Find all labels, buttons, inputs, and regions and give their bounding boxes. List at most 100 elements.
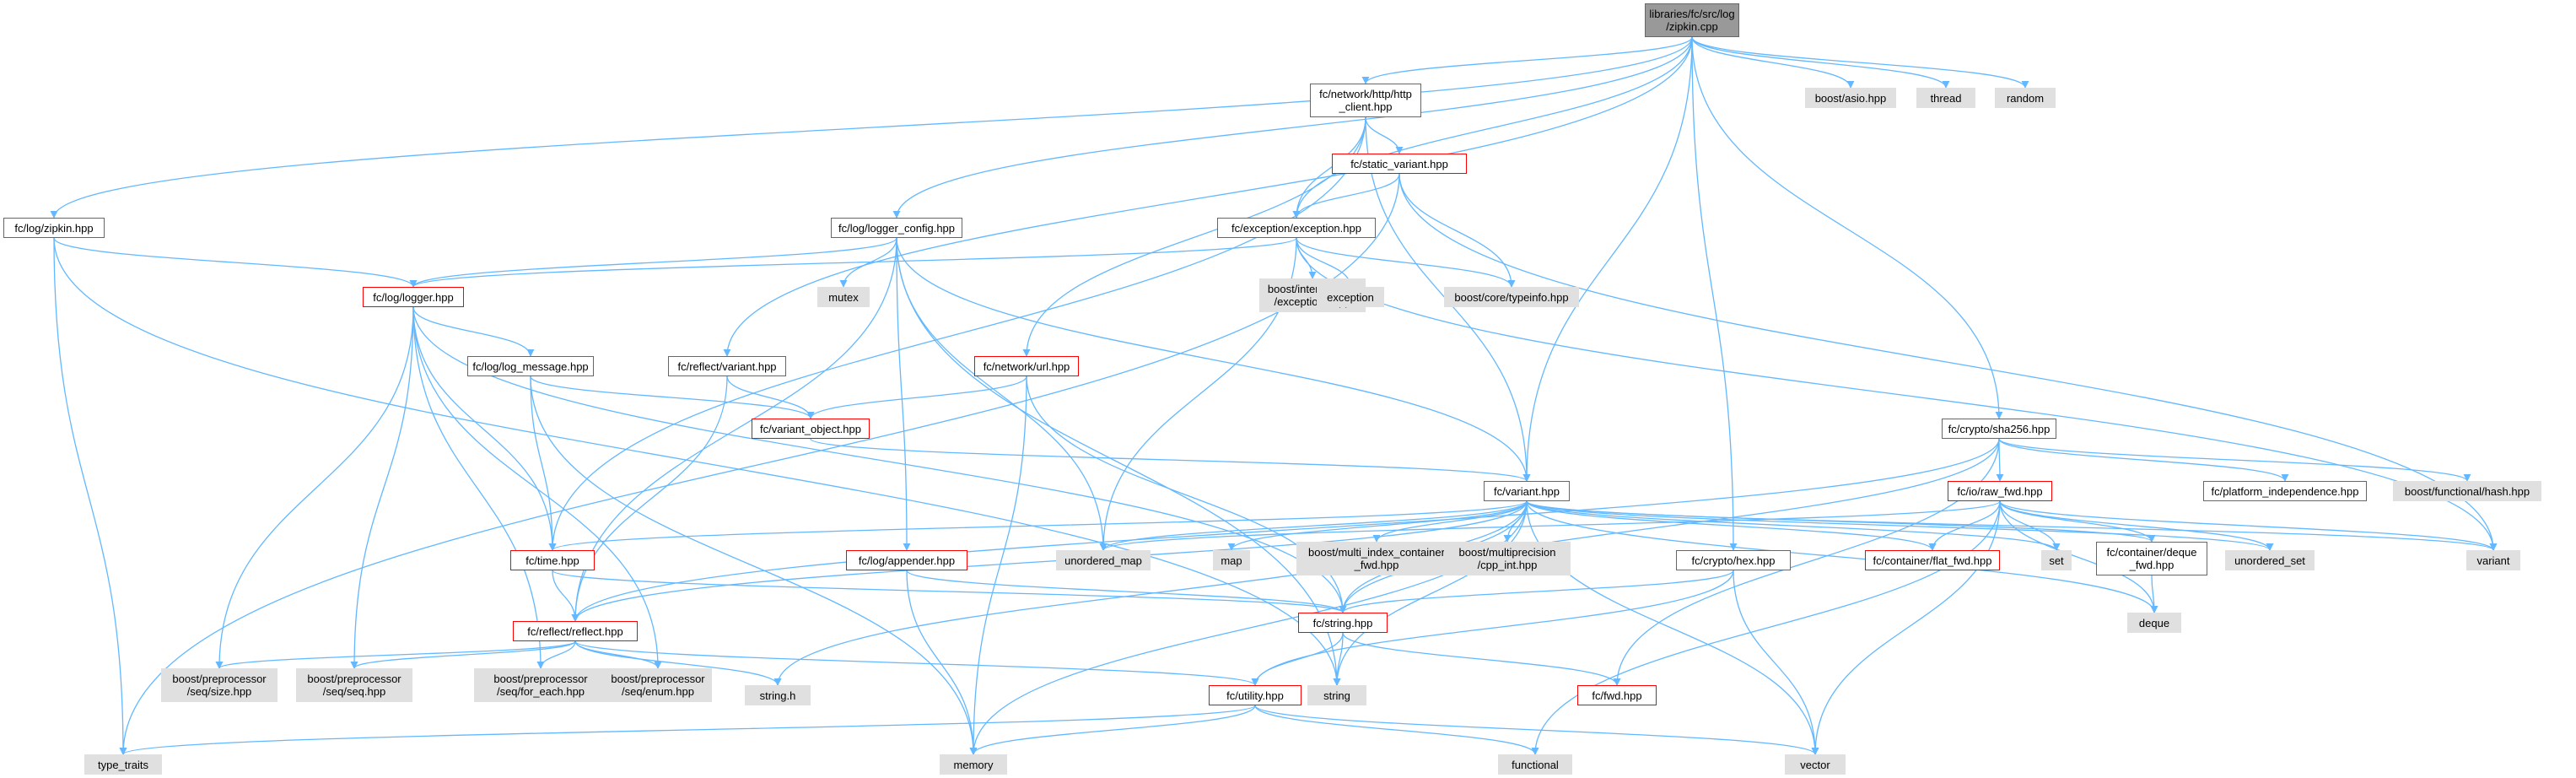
edge-logger_config-to-reflect_hpp [571, 237, 897, 622]
node-pp-seq-size-hpp[interactable]: boost/preprocessor /seq/size.hpp [161, 668, 278, 702]
edge-http_client-to-static_variant [1365, 116, 1404, 154]
edge-root-to-http_client [1361, 36, 1693, 84]
edge-time_hpp-to-string_hpp [552, 570, 1347, 613]
node-exception[interactable]: exception [1317, 287, 1384, 307]
edge-reflect_hpp-to-pp_for_each [536, 640, 576, 669]
node-memory[interactable]: memory [940, 754, 1007, 775]
edge-crypto_hex-to-utility_hpp [1251, 570, 1734, 686]
node-vector[interactable]: vector [1785, 754, 1846, 775]
edge-variant_hpp-to-unordered_set [1526, 500, 2274, 551]
node-variant-object-hpp[interactable]: fc/variant_object.hpp [752, 419, 870, 439]
node-platform-independence-hpp[interactable]: fc/platform_independence.hpp [2203, 481, 2367, 501]
edge-variant_hpp-to-map [1227, 500, 1528, 551]
node-set[interactable]: set [2041, 550, 2072, 570]
edge-logger_config-to-appender [896, 237, 911, 551]
edge-logger_hpp-to-pp_size [215, 306, 414, 669]
node-exception-hpp[interactable]: fc/exception/exception.hpp [1217, 218, 1376, 238]
node-crypto-hex-hpp[interactable]: fc/crypto/hex.hpp [1676, 550, 1791, 570]
node-utility-hpp[interactable]: fc/utility.hpp [1209, 685, 1301, 705]
edge-root-to-crypto_hex [1691, 36, 1738, 551]
edge-raw_fwd-to-unordered_map [1099, 500, 2001, 551]
edge-utility_hpp-to-type_traits [119, 705, 1256, 755]
edge-exception_hpp-to-boost_typeinfo [1296, 237, 1516, 288]
node-raw-fwd-hpp[interactable]: fc/io/raw_fwd.hpp [1948, 481, 2052, 501]
node-logger-config-hpp[interactable]: fc/log/logger_config.hpp [831, 218, 962, 238]
edge-raw_fwd-to-deque [1999, 500, 2158, 613]
edge-reflect_hpp-to-pp_seq [350, 640, 576, 669]
node-string-hpp[interactable]: fc/string.hpp [1298, 613, 1388, 633]
node-unordered-map[interactable]: unordered_map [1056, 550, 1151, 570]
edge-time_hpp-to-reflect_hpp [552, 570, 579, 622]
edge-variant_hpp-to-set [1526, 500, 2061, 551]
edge-log_message-to-memory [530, 375, 978, 755]
node-unordered-set[interactable]: unordered_set [2225, 550, 2315, 570]
node-reflect-hpp[interactable]: fc/reflect/reflect.hpp [513, 621, 638, 641]
node-sha256-hpp[interactable]: fc/crypto/sha256.hpp [1942, 419, 2056, 439]
node-boost-asio-hpp[interactable]: boost/asio.hpp [1805, 88, 1896, 108]
node-boost-functional-hash-hpp[interactable]: boost/functional/hash.hpp [2393, 481, 2541, 501]
edge-root-to-logger_config [892, 36, 1693, 219]
node-boost-typeinfo-hpp[interactable]: boost/core/typeinfo.hpp [1444, 287, 1579, 307]
node-pp-seq-seq-hpp[interactable]: boost/preprocessor /seq/seq.hpp [296, 668, 412, 702]
node-fwd-hpp[interactable]: fc/fwd.hpp [1577, 685, 1657, 705]
edge-network_url-to-memory [969, 375, 1027, 755]
edge-reflect_hpp-to-utility_hpp [574, 640, 1259, 686]
node-deque[interactable]: deque [2127, 613, 2181, 633]
edge-utility_hpp-to-vector [1254, 705, 1819, 755]
node-log-message-hpp[interactable]: fc/log/log_message.hpp [467, 356, 594, 376]
edge-utility_hpp-to-functional [1254, 705, 1539, 755]
node-variant-hpp[interactable]: fc/variant.hpp [1484, 481, 1570, 501]
edge-logger_config-to-string [896, 237, 1341, 686]
node-pp-seq-enum-hpp[interactable]: boost/preprocessor /seq/enum.hpp [604, 668, 712, 702]
edge-logger_config-to-variant_hpp [896, 237, 1531, 482]
edge-crypto_hex-to-string_hpp [1339, 570, 1734, 613]
edge-sha256-to-boost_hash [1998, 438, 2471, 482]
edge-appender-to-memory [906, 570, 978, 755]
node-zipkin-cpp[interactable]: libraries/fc/src/log /zipkin.cpp [1645, 3, 1739, 37]
edge-variant_hpp-to-reflect_hpp [571, 500, 1528, 622]
node-functional[interactable]: functional [1498, 754, 1572, 775]
edge-network_url-to-variant_object [806, 375, 1027, 419]
edge-variant_hpp-to-unordered_map [1099, 500, 1528, 551]
node-string-h[interactable]: string.h [745, 685, 811, 705]
edge-deque_fwd-to-deque [2150, 575, 2158, 613]
edge-variant_hpp-to-string [1333, 500, 1528, 686]
edge-string_hpp-to-string [1333, 632, 1344, 686]
edge-exception_hpp-to-logger_hpp [409, 237, 1297, 288]
node-random[interactable]: random [1995, 88, 2056, 108]
edge-variant_hpp-to-boost_multi_index [1372, 500, 1528, 543]
edge-crypto_hex-to-vector [1733, 570, 1819, 755]
node-appender-hpp[interactable]: fc/log/appender.hpp [846, 550, 967, 570]
node-thread[interactable]: thread [1916, 88, 1975, 108]
edge-logger_hpp-to-pp_seq [350, 306, 414, 669]
node-boost-multiprecision-cpp-int-hpp[interactable]: boost/multiprecision /cpp_int.hpp [1444, 542, 1571, 575]
edge-variant_hpp-to-memory [969, 500, 1528, 755]
node-variant[interactable]: variant [2466, 550, 2520, 570]
edge-static_variant-to-boost_typeinfo [1398, 173, 1516, 288]
node-zipkin-hpp[interactable]: fc/log/zipkin.hpp [3, 218, 105, 238]
edge-root-to-random [1691, 36, 2029, 89]
edge-raw_fwd-to-unordered_set [1999, 500, 2274, 551]
edge-root-to-boost_asio [1691, 36, 1855, 89]
node-static-variant-hpp[interactable]: fc/static_variant.hpp [1332, 154, 1467, 174]
node-flat-fwd-hpp[interactable]: fc/container/flat_fwd.hpp [1865, 550, 2000, 570]
edge-zipkin_hpp-to-logger_hpp [53, 237, 418, 288]
node-logger-hpp[interactable]: fc/log/logger.hpp [363, 287, 464, 307]
node-network-url-hpp[interactable]: fc/network/url.hpp [974, 356, 1079, 376]
node-map[interactable]: map [1213, 550, 1250, 570]
node-time-hpp[interactable]: fc/time.hpp [510, 550, 595, 570]
edge-variant_hpp-to-time_hpp [548, 500, 1528, 551]
edge-reflect_hpp-to-pp_enum [574, 640, 662, 669]
node-mutex[interactable]: mutex [817, 287, 870, 307]
node-string[interactable]: string [1307, 685, 1366, 705]
node-pp-seq-for-each-hpp[interactable]: boost/preprocessor /seq/for_each.hpp [474, 668, 607, 702]
node-http-client-hpp[interactable]: fc/network/http/http _client.hpp [1310, 84, 1421, 117]
node-reflect-variant-hpp[interactable]: fc/reflect/variant.hpp [668, 356, 786, 376]
node-deque-fwd-hpp[interactable]: fc/container/deque _fwd.hpp [2096, 542, 2207, 575]
node-type-traits[interactable]: type_traits [84, 754, 162, 775]
edge-exception_hpp-to-variant [1296, 237, 2498, 551]
node-boost-multi-index-container-fwd-hpp[interactable]: boost/multi_index_container _fwd.hpp [1296, 542, 1457, 575]
edge-utility_hpp-to-memory [969, 705, 1256, 755]
